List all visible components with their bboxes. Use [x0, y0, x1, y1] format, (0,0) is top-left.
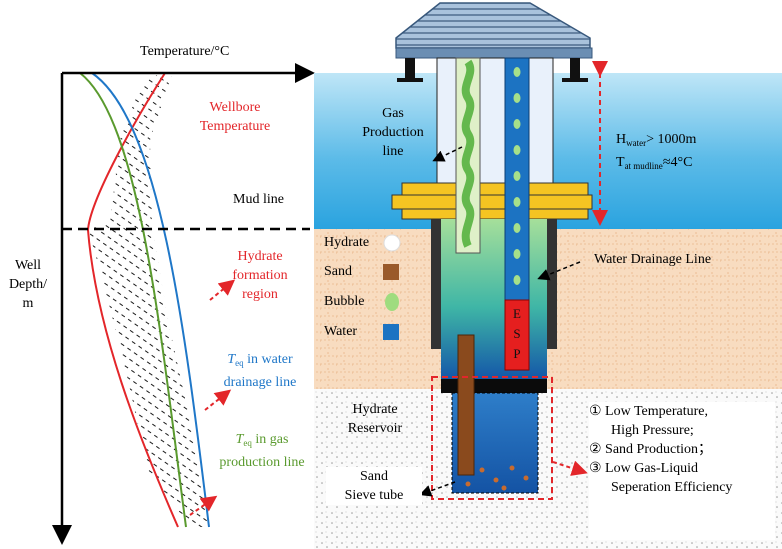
teq-gas-label: Teq in gas production line — [210, 430, 314, 472]
y-axis-label: Well Depth/ m — [2, 256, 54, 313]
issue-line: ② Sand Production； — [589, 442, 712, 457]
sand-legend-symbol — [383, 264, 399, 280]
teq-symbol: T — [227, 352, 236, 367]
y-label-line: Depth/ — [8, 277, 48, 292]
t-sub: at mudline — [624, 161, 663, 171]
label-line: Sieve tube — [344, 488, 404, 503]
teq-sub: eq — [235, 358, 244, 368]
issue-line: ① Low Temperature, — [589, 404, 708, 419]
label-line: Hydrate — [237, 249, 283, 264]
label-line: Gas — [382, 106, 404, 121]
y-label-line: Well — [14, 258, 42, 273]
teq-water-label: Teq in water drainage line — [208, 350, 312, 392]
label-line: production line — [219, 455, 305, 470]
t-symbol: T — [616, 155, 625, 170]
label-line: Reservoir — [347, 421, 403, 436]
x-axis-label: Temperature/°C — [140, 44, 230, 59]
casing-left — [431, 219, 441, 349]
arrow-region — [209, 279, 236, 301]
issue-line: Seperation Efficiency — [611, 480, 733, 495]
legend-water: Water — [324, 324, 358, 339]
hydrate-region-hatch — [88, 74, 209, 527]
platform-leg-left — [397, 58, 423, 82]
water-drainage-label: Water Drainage Line — [594, 252, 712, 267]
label-line: Hydrate — [352, 402, 398, 417]
sand-sieve-label: Sand Sieve tube — [326, 467, 422, 505]
h-value: > 1000m — [646, 132, 697, 147]
problem-zone-box — [431, 376, 553, 500]
flange-3 — [401, 208, 589, 220]
esp-letter: E — [513, 306, 521, 321]
label-line: Wellbore — [209, 100, 261, 115]
t-value: ≈4°C — [662, 155, 693, 170]
esp-letter: S — [513, 326, 521, 341]
issue-line: High Pressure; — [611, 423, 694, 438]
pointer-sieve — [419, 481, 456, 497]
hydrate-region-label: Hydrate formation region — [218, 247, 302, 304]
hydrate-reservoir-label: Hydrate Reservoir — [332, 400, 418, 438]
y-label-line: m — [22, 296, 34, 311]
teq-gas-curve — [79, 72, 187, 528]
hydrate-legend-symbol — [383, 234, 401, 252]
teq-water-curve — [91, 72, 210, 528]
label-line: in water — [243, 352, 293, 367]
platform-roof — [395, 2, 591, 49]
gas-flow — [461, 59, 475, 248]
riser — [436, 57, 554, 189]
water-legend-symbol — [383, 324, 399, 340]
label-line: drainage line — [223, 375, 297, 390]
wellbore-temperature-label: Wellbore Temperature — [180, 98, 290, 136]
h-sub: water — [626, 138, 647, 148]
esp-label: E S P — [508, 304, 526, 364]
water-depth-label: Hwater> 1000m Tat mudline≈4°C — [616, 130, 696, 176]
label-line: Temperature — [199, 119, 271, 134]
legend-hydrate: Hydrate — [324, 235, 370, 250]
label-line: formation — [232, 268, 288, 283]
sand-column — [457, 334, 475, 476]
h-symbol: H — [616, 132, 627, 147]
platform-deck — [395, 47, 593, 59]
issue-line: ③ Low Gas-Liquid — [589, 461, 698, 476]
casing-right — [547, 219, 557, 349]
platform-leg-right — [562, 58, 588, 82]
label-line: Production — [362, 125, 424, 140]
pointer-gas — [432, 146, 463, 162]
wellbore-temperature-curve — [86, 72, 179, 528]
issues-box: ① Low Temperature, High Pressure; ② Sand… — [589, 402, 775, 540]
flange-2 — [391, 194, 593, 210]
sand-grains — [465, 465, 529, 491]
label-line: line — [382, 144, 404, 159]
pointer-drainage — [537, 261, 581, 281]
esp-letter: P — [513, 346, 521, 361]
arrow-to-issues — [552, 460, 588, 476]
gas-production-label: Gas Production line — [348, 104, 438, 161]
mud-line-label: Mud line — [233, 192, 284, 207]
flange-1 — [401, 182, 589, 196]
teq-sub: eq — [243, 438, 252, 448]
arrow-gas — [189, 495, 218, 516]
label-line: Sand — [360, 469, 388, 484]
legend-sand: Sand — [324, 264, 352, 279]
packer — [441, 379, 547, 393]
label-line: region — [242, 287, 278, 302]
teq-symbol: T — [235, 432, 244, 447]
arrow-water — [204, 389, 232, 411]
legend-bubble: Bubble — [324, 294, 365, 309]
esp-pump — [504, 299, 530, 371]
drainage-bubbles — [513, 67, 521, 285]
bubble-legend-symbol — [385, 293, 399, 311]
label-line: in gas — [251, 432, 289, 447]
